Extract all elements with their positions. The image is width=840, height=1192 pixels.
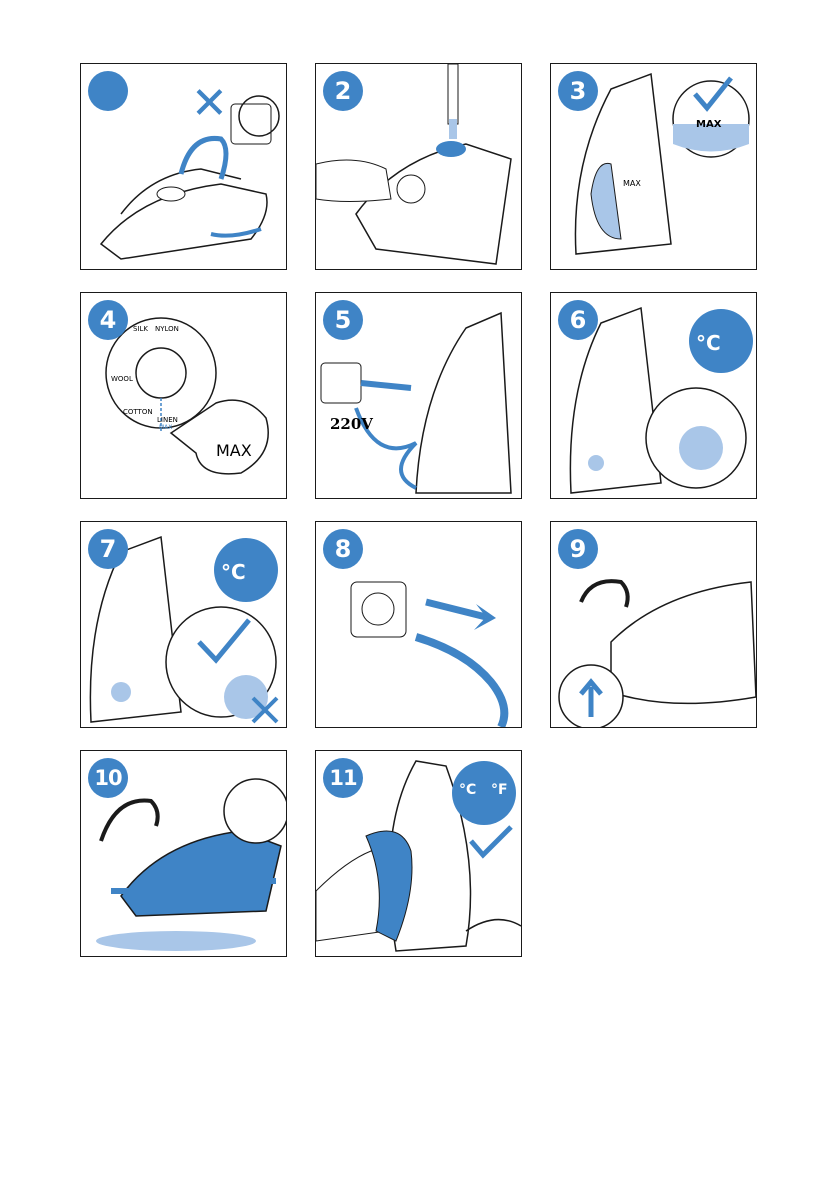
step-9-panel: 9 [550,521,757,728]
step-5-panel: 5 220V [315,292,522,499]
dial-max-label: MAX [216,441,252,460]
step-4-panel: 4 MAX NYLON SILK WOOL COTTON LINEN MAX [80,292,287,499]
max-label: MAX [696,119,721,130]
step-3-panel: 3 MAX MAX [550,63,757,270]
step-number: 9 [558,529,598,569]
step-1-panel: ✕ [80,63,287,270]
step-number: 7 [88,529,128,569]
cross-icon: ✕ [191,78,228,129]
dial-setting-linen: LINEN [157,416,178,424]
step-number: 11 [323,758,363,798]
step-number: 10 [88,758,128,798]
step-8-panel: 8 [315,521,522,728]
dial-setting-wool: WOOL [111,375,133,383]
dial-setting-nylon: NYLON [155,325,179,333]
step-10-panel: 10 [80,750,287,957]
fahrenheit-icon: °F [491,782,508,798]
step-number: 5 [323,300,363,340]
celsius-icon: °C [221,560,246,584]
dial-setting-max: MAX [159,424,172,431]
celsius-icon: °C [459,782,476,798]
celsius-icon: °C [696,331,721,355]
step-number: 8 [323,529,363,569]
voltage-label: 220V [330,415,373,433]
step-7-panel: 7 °C [80,521,287,728]
step-number: 2 [323,71,363,111]
dial-setting-silk: SILK [133,325,148,333]
step-11-panel: 11 °C °F [315,750,522,957]
tank-max-label: MAX [623,179,641,188]
step-number: 4 [88,300,128,340]
step-number [88,71,128,111]
dial-setting-cotton: COTTON [123,408,153,416]
step-6-panel: 6 °C [550,292,757,499]
step-number: 6 [558,300,598,340]
step-number: 3 [558,71,598,111]
step-2-panel: 2 [315,63,522,270]
